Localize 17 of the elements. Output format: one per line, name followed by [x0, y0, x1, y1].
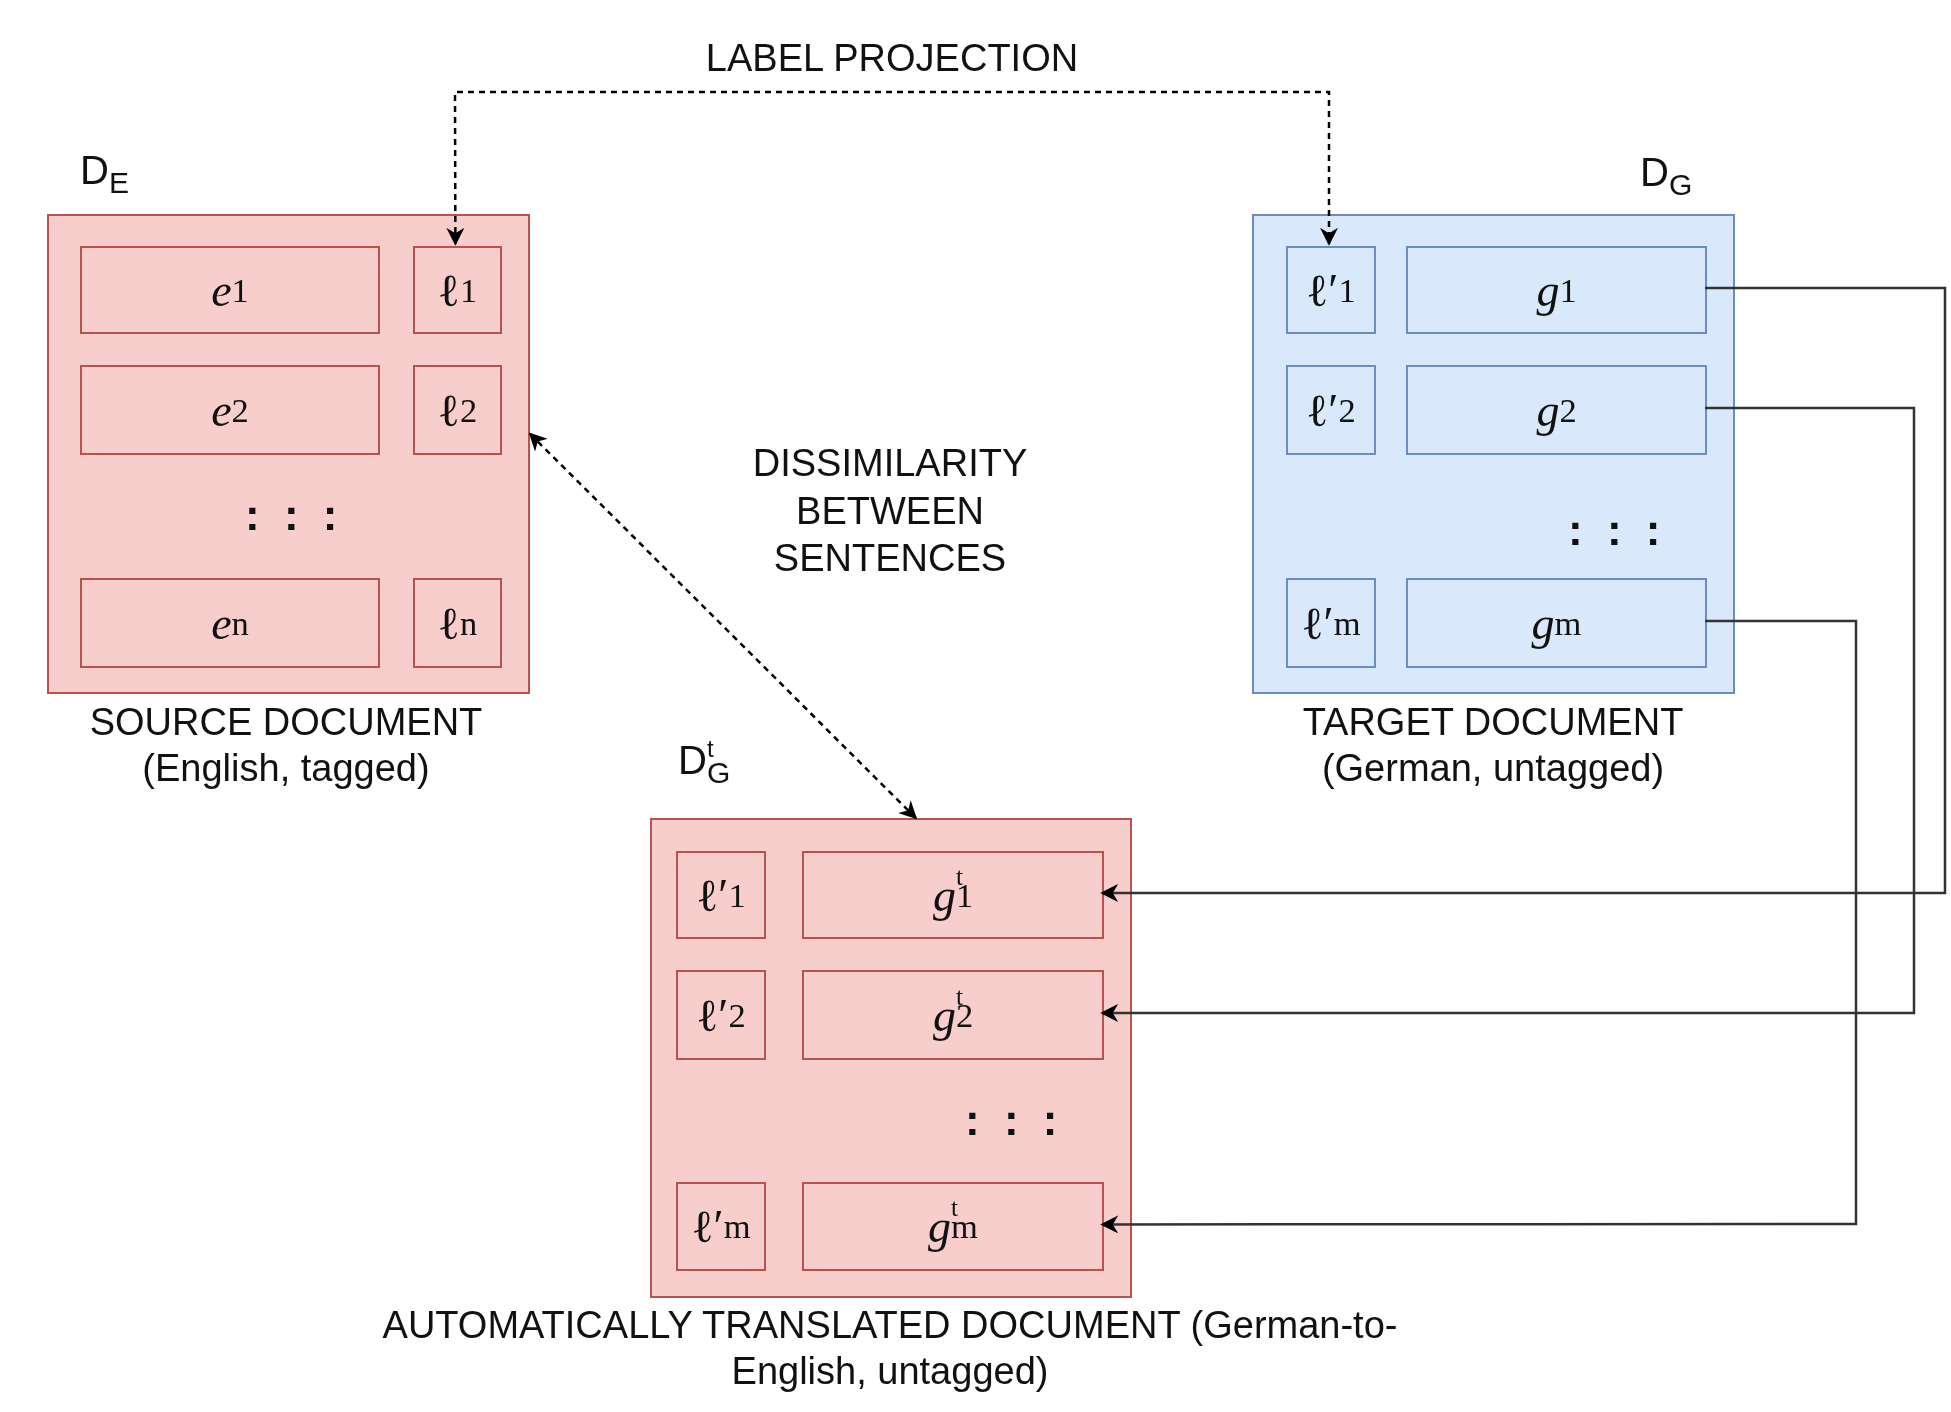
document-panel — [650, 818, 1132, 1298]
edge-label: DISSIMILARITY BETWEEN SENTENCES — [751, 441, 1029, 581]
document-caption: SOURCE DOCUMENT (English, tagged) — [88, 700, 484, 791]
arrow — [1100, 286, 1947, 902]
document-caption: TARGET DOCUMENT (German, untagged) — [1301, 700, 1685, 791]
document-symbol: D$_{G}$ — [1640, 150, 1693, 202]
arrow — [446, 90, 1338, 246]
document-panel — [1252, 214, 1735, 694]
arrow — [1100, 406, 1916, 1022]
ellipsis: : : : — [1568, 505, 1667, 555]
ellipsis: : : : — [245, 490, 344, 540]
edge-label: LABEL PROJECTION — [704, 36, 1080, 81]
ellipsis: : : : — [965, 1095, 1064, 1145]
document-symbol: D$_{E}$ — [80, 148, 129, 200]
document-caption: AUTOMATICALLY TRANSLATED DOCUMENT (German-to-English, untagged) — [381, 1303, 1399, 1394]
document-panel — [47, 214, 530, 694]
arrow — [1100, 619, 1858, 1234]
